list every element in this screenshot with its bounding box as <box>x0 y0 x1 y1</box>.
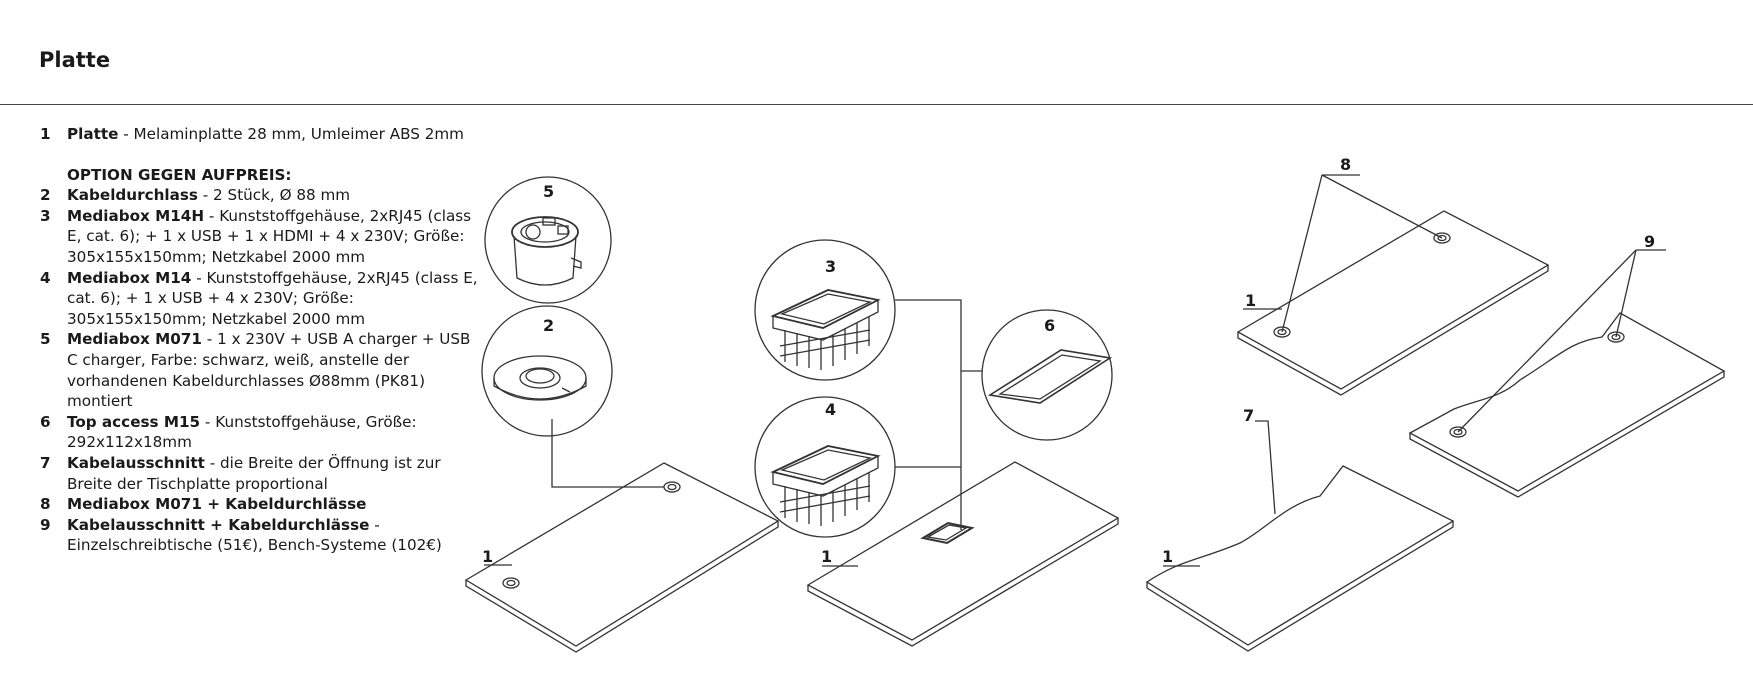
callout-8: 8 <box>1340 155 1351 174</box>
legend-name: Kabelausschnitt <box>67 453 205 472</box>
legend-name: Mediabox M071 + Kabeldurchlässe <box>67 495 367 514</box>
title-divider <box>0 104 1753 105</box>
legend-number: 7 <box>40 453 51 472</box>
callout-5: 5 <box>543 182 554 201</box>
desk-with-kabeldurchlass <box>464 462 780 653</box>
desk-with-mediabox-m071 <box>1236 210 1550 396</box>
legend-number: 3 <box>40 206 51 225</box>
leader-lines-3-4-6 <box>895 299 982 530</box>
legend-number: 4 <box>40 268 51 287</box>
legend-item: 9 Kabelausschnitt + Kabeldurchlässe - Ei… <box>40 515 480 556</box>
leader-line-7 <box>1255 420 1276 515</box>
callout-3: 3 <box>825 257 836 276</box>
callout-1a: 1 <box>482 547 493 566</box>
legend-name: Mediabox M14 <box>67 268 192 287</box>
leader-line-2 <box>551 419 664 488</box>
detail-mediabox-m14h <box>754 239 896 381</box>
legend-item: 4 Mediabox M14 - Kunststoffgehäuse, 2xRJ… <box>40 268 480 330</box>
legend-number: 8 <box>40 495 51 514</box>
legend-name: Kabelausschnitt + Kabeldurchlässe <box>67 515 370 534</box>
legend-name: Mediabox M071 <box>67 330 202 349</box>
legend-item: 8 Mediabox M071 + Kabeldurchlässe <box>40 494 480 515</box>
legend-number: 6 <box>40 412 51 431</box>
legend-item: 7 Kabelausschnitt - die Breite der Öffnu… <box>40 453 480 494</box>
legend-number: 1 <box>40 125 51 143</box>
desk-with-kabelausschnitt <box>1145 465 1455 652</box>
legend-item: 5 Mediabox M071 - 1 x 230V + USB A charg… <box>40 329 480 411</box>
legend-name: Mediabox M14H <box>67 206 205 225</box>
legend-item: 1 Platte - Melaminplatte 28 mm, Umleimer… <box>40 124 480 145</box>
callout-1d: 1 <box>1245 291 1256 310</box>
detail-kabeldurchlass <box>481 305 613 437</box>
detail-mediabox-m071 <box>484 176 612 304</box>
options-heading: OPTION GEGEN AUFPREIS: <box>67 165 292 184</box>
legend-name: Kabeldurchlass <box>67 186 198 205</box>
legend-list: 1 Platte - Melaminplatte 28 mm, Umleimer… <box>40 124 480 556</box>
detail-top-access-m15 <box>981 309 1113 441</box>
callout-2: 2 <box>543 316 554 335</box>
callout-1b: 1 <box>821 547 832 566</box>
legend-item: 2 Kabeldurchlass - 2 Stück, Ø 88 mm <box>40 185 480 206</box>
legend-desc: - Kunststoffgehäuse, Größe: 292x112x18mm <box>67 412 417 452</box>
legend-desc: - die Breite der Öffnung ist zur Breite … <box>67 453 441 493</box>
desk-with-mediabox <box>806 461 1120 647</box>
legend-name: Platte <box>67 125 119 143</box>
legend-item: 3 Mediabox M14H - Kunststoffgehäuse, 2xR… <box>40 206 480 268</box>
legend-desc: - 2 Stück, Ø 88 mm <box>197 186 351 205</box>
legend-desc: - 1 x 230V + USB A charger + USB C charg… <box>67 330 471 411</box>
legend-name: Top access M15 <box>67 412 201 431</box>
desk-with-kabelausschnitt-and-grommets <box>1408 312 1726 498</box>
legend-desc: - Kunststoffgehäuse, 2xRJ45 (class E, ca… <box>67 268 478 328</box>
legend-item: 6 Top access M15 - Kunststoffgehäuse, Gr… <box>40 412 480 453</box>
leader-line-9 <box>1457 249 1666 433</box>
callout-4: 4 <box>825 400 836 419</box>
page-title: Platte <box>39 48 111 72</box>
callout-7: 7 <box>1243 406 1254 425</box>
callout-1c: 1 <box>1162 547 1173 566</box>
legend-number: 2 <box>40 186 51 205</box>
callout-6: 6 <box>1044 316 1055 335</box>
legend-desc: - Kunststoffgehäuse, 2xRJ45 (class E, ca… <box>67 206 472 266</box>
legend-number: 5 <box>40 330 51 349</box>
legend-number: 9 <box>40 515 51 534</box>
legend-desc: - Einzelschreibtische (51€), Bench-Syste… <box>67 515 442 555</box>
legend-desc: - Melaminplatte 28 mm, Umleimer ABS 2mm <box>118 125 464 143</box>
callout-9: 9 <box>1644 232 1655 251</box>
leader-line-8 <box>1281 174 1443 333</box>
